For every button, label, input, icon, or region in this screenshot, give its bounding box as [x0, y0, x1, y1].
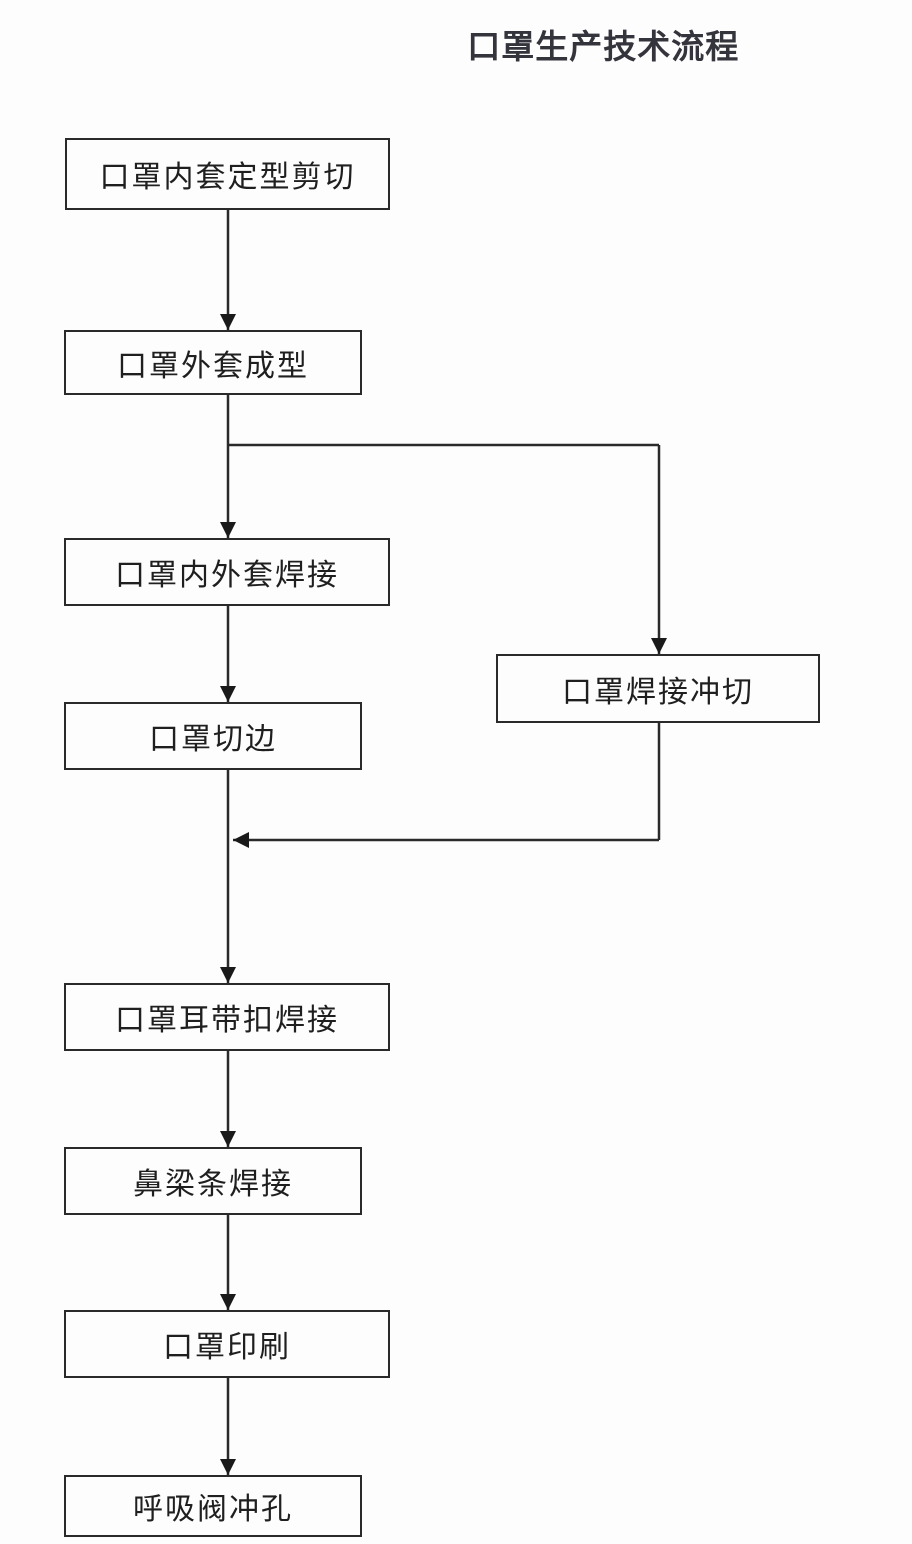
arrowhead-down-icon: [220, 522, 236, 538]
flow-node-weld-punch-cutting: 口罩焊接冲切: [496, 654, 820, 723]
arrowhead-down-icon: [651, 638, 667, 654]
flow-node-inner-outer-welding: 口罩内外套焊接: [64, 538, 390, 606]
flow-node-outer-cover-forming: 口罩外套成型: [64, 330, 362, 395]
flow-node-label: 口罩焊接冲切: [562, 675, 754, 709]
flow-node-label: 口罩内套定型剪切: [99, 161, 356, 194]
flow-node-label: 呼吸阀冲孔: [133, 1493, 293, 1526]
flow-node-nose-bridge-welding: 鼻梁条焊接: [64, 1147, 362, 1215]
arrowhead-down-icon: [220, 1294, 236, 1310]
flow-node-breath-valve-punching: 呼吸阀冲孔: [64, 1475, 362, 1537]
diagram-title: 口罩生产技术流程: [467, 28, 740, 65]
flow-node-label: 口罩切边: [149, 723, 277, 756]
flow-node-label: 口罩耳带扣焊接: [115, 1004, 339, 1037]
arrowhead-down-icon: [220, 686, 236, 702]
flow-node-inner-cover-shaping-cutting: 口罩内套定型剪切: [65, 138, 390, 210]
flow-node-label: 口罩内外套焊接: [115, 559, 339, 592]
flow-node-ear-strap-buckle-welding: 口罩耳带扣焊接: [64, 983, 390, 1051]
arrowhead-left-icon: [233, 832, 249, 848]
arrowhead-down-icon: [220, 1459, 236, 1475]
arrowhead-down-icon: [220, 967, 236, 983]
arrowhead-down-icon: [220, 1131, 236, 1147]
flow-node-label: 口罩印刷: [163, 1331, 291, 1364]
flow-node-mask-printing: 口罩印刷: [64, 1310, 390, 1378]
flow-node-label: 口罩外套成型: [117, 349, 309, 383]
arrowhead-down-icon: [220, 314, 236, 330]
flow-node-label: 鼻梁条焊接: [133, 1168, 293, 1201]
flow-node-edge-cutting: 口罩切边: [64, 702, 362, 770]
